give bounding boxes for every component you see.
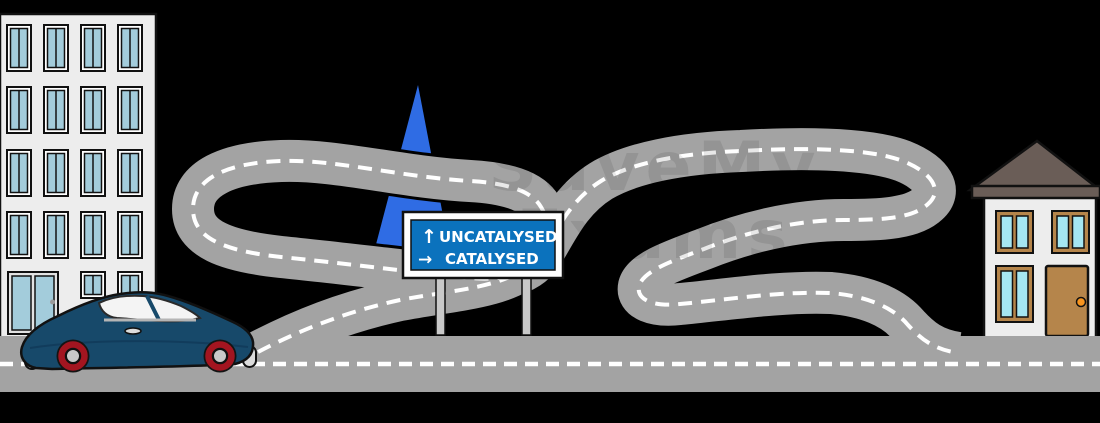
house	[966, 139, 1100, 340]
house-eaves	[970, 184, 1100, 200]
car-rear-wheel-icon	[56, 339, 90, 373]
sign-post-left	[435, 275, 446, 336]
car-window-glass	[97, 294, 202, 323]
building-window-ground	[80, 271, 106, 299]
door-handle-icon	[50, 299, 55, 305]
door-knob-icon	[1075, 296, 1087, 308]
sign-post-right	[521, 275, 532, 336]
building-window	[80, 211, 106, 259]
building-window	[6, 86, 32, 134]
car-door-handle-icon	[124, 327, 142, 335]
car	[20, 291, 257, 373]
car-front-wheel-icon	[203, 339, 237, 373]
house-window	[995, 210, 1034, 254]
watermark-line1: SaveMy	[488, 128, 821, 207]
house-door	[1044, 264, 1090, 338]
right-arrow-icon: →	[418, 250, 432, 270]
building-window	[43, 24, 69, 72]
building-window	[6, 149, 32, 197]
road-sign: ↑ UNCATALYSED → CATALYSED	[401, 210, 565, 336]
building-window	[43, 86, 69, 134]
winding-road-centerline	[190, 147, 959, 355]
sign-label-uncatalysed: UNCATALYSED	[439, 228, 557, 246]
house-window	[995, 265, 1034, 323]
building-window	[6, 24, 32, 72]
building-window	[6, 211, 32, 259]
building-window	[80, 24, 106, 72]
apartment-building	[0, 12, 158, 340]
building-window	[117, 86, 143, 134]
sign-panel	[410, 219, 556, 271]
building-window	[43, 149, 69, 197]
building-window	[117, 24, 143, 72]
building-window	[80, 86, 106, 134]
building-window	[117, 211, 143, 259]
building-window	[80, 149, 106, 197]
house-window	[1051, 210, 1090, 254]
building-window	[43, 211, 69, 259]
car-window-pillar	[145, 295, 161, 321]
up-arrow-icon: ↑	[421, 226, 437, 248]
sign-label-catalysed: CATALYSED	[445, 250, 539, 268]
building-window	[117, 149, 143, 197]
